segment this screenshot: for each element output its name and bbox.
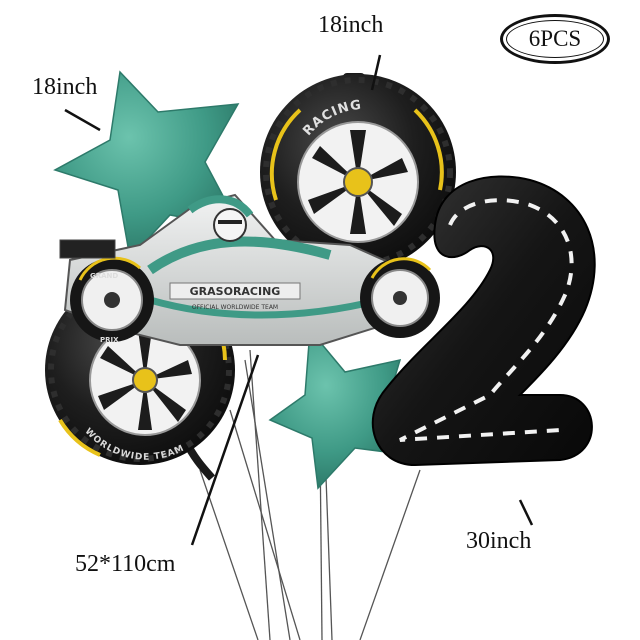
tire-balloon-top: RACING [260, 73, 456, 270]
size-pointer-lines [64, 54, 534, 546]
star-size-label: 18inch [32, 74, 98, 100]
number-two-balloon [371, 175, 596, 467]
wheel-prix-text: PRIX [100, 336, 119, 344]
badge-inner-ring [506, 20, 604, 58]
car-sub-text: OFFICIAL WORLDWIDE TEAM [192, 304, 278, 311]
wheel-grand-text: GRAND [90, 272, 118, 280]
race-car-balloon: GRASORACING OFFICIAL WORLDWIDE TEAM GRAN… [59, 193, 440, 346]
car-size-label: 52*110cm [75, 551, 176, 577]
top-tire-size-label: 18inch [318, 12, 384, 38]
car-brand-text: GRASORACING [190, 285, 281, 298]
teal-star-balloon-right [268, 328, 412, 490]
piece-count-badge: 6PCS [500, 14, 610, 64]
number-size-label: 30inch [466, 528, 532, 554]
